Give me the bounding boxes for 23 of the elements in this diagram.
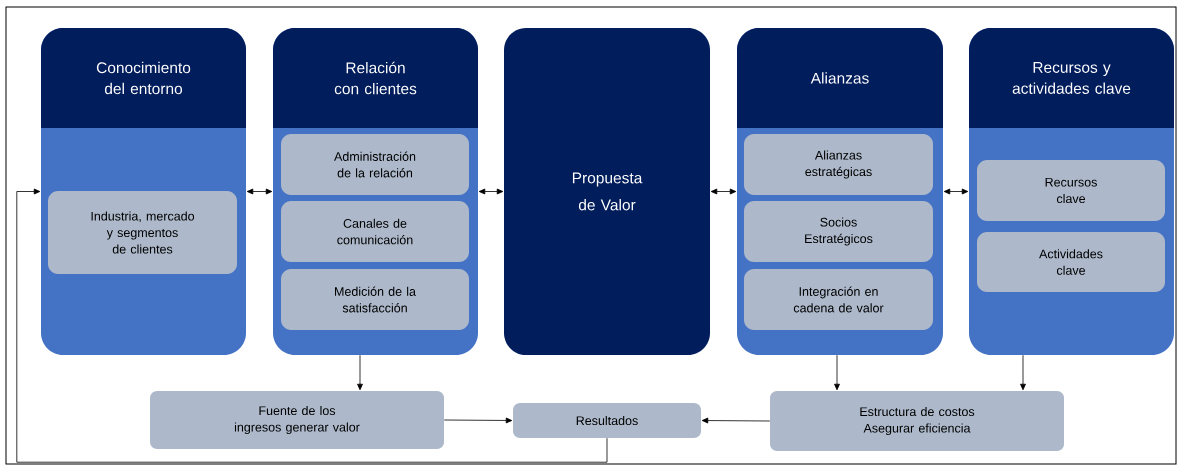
arrow xyxy=(357,354,363,391)
process-box: Fuente de los ingresos generar valor xyxy=(150,391,444,449)
arrow xyxy=(834,354,840,391)
arrow xyxy=(1020,354,1026,391)
process-box: Alianzas estratégicas xyxy=(744,134,933,195)
process-box: Estructura de costos Asegurar eficiencia xyxy=(770,391,1064,451)
arrow xyxy=(710,188,737,195)
process-box: Industria, mercado y segmentos de clientes xyxy=(48,191,237,274)
arrow xyxy=(943,188,969,195)
process-box: Canales de comunicación xyxy=(281,201,469,262)
arrow xyxy=(443,417,513,424)
process-box: Recursos clave xyxy=(977,160,1165,221)
arrow xyxy=(701,417,771,424)
process-box: Integración en cadena de valor xyxy=(744,269,933,330)
process-box: Resultados xyxy=(513,403,701,438)
process-box: Administración de la relación xyxy=(281,134,469,195)
process-box: Medición de la satisfacción xyxy=(281,269,469,330)
arrow xyxy=(478,188,504,195)
arrow xyxy=(16,188,608,463)
value-panel: Propuesta de Valor xyxy=(504,28,710,355)
process-box: Socios Estratégicos xyxy=(744,201,933,262)
process-box: Actividades clave xyxy=(977,232,1165,292)
arrow xyxy=(246,188,273,195)
